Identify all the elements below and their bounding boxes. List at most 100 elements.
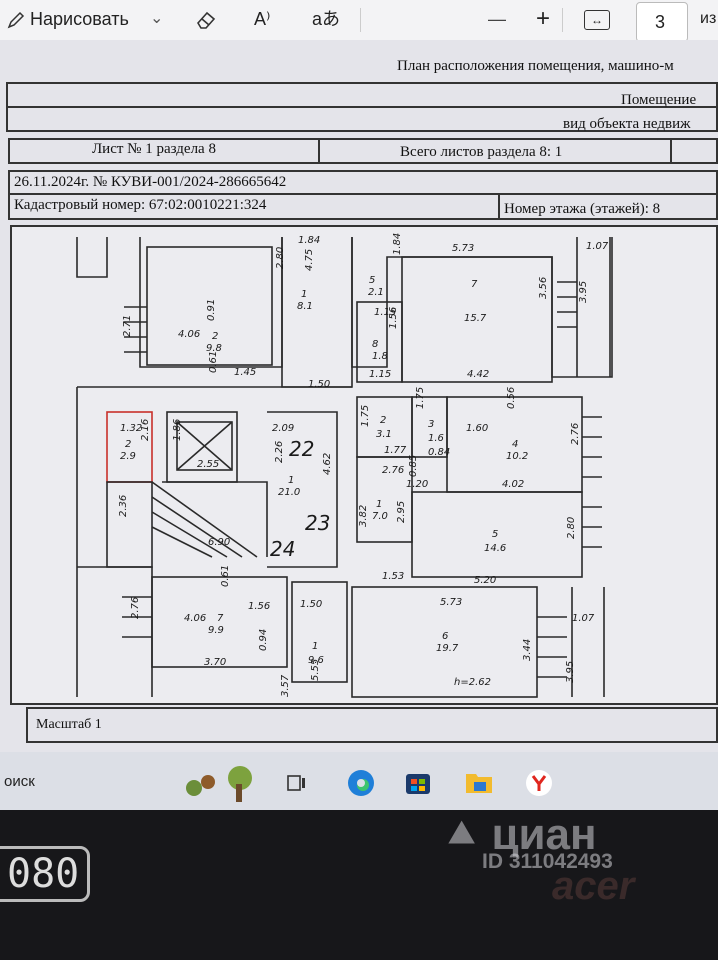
- task-view-icon[interactable]: [286, 772, 308, 799]
- read-aloud-icon[interactable]: A⁾: [254, 9, 271, 29]
- plan-label: 1: [288, 475, 295, 486]
- draw-icon[interactable]: [6, 0, 26, 38]
- plan-label: 1.84: [392, 232, 403, 255]
- plan-label: 3.82: [358, 504, 369, 527]
- plan-label: 2.76: [570, 422, 581, 445]
- plan-label: 6: [442, 631, 449, 642]
- draw-button[interactable]: Нарисовать: [30, 9, 129, 29]
- taskbar-search[interactable]: оиск: [0, 766, 176, 798]
- plan-label: 2.95: [396, 500, 407, 523]
- toolbar-divider: [562, 8, 563, 32]
- plan-label: 4: [512, 439, 519, 450]
- plan-label: 8.1: [297, 301, 313, 312]
- plan-label: 1.50: [300, 599, 323, 610]
- plan-label: h=2.62: [454, 677, 491, 688]
- plan-label: 2.16: [140, 418, 151, 441]
- edge-icon[interactable]: [346, 768, 376, 803]
- plan-label: 7: [217, 613, 224, 624]
- plan-label: 3.95: [565, 660, 576, 683]
- plan-label: 0.61: [208, 350, 219, 373]
- table-divider: [8, 193, 718, 195]
- plan-label: 1.75: [415, 386, 426, 409]
- page-total-label: из: [700, 10, 717, 27]
- plan-label: 1.56: [248, 601, 271, 612]
- page-number-input[interactable]: 3: [636, 2, 688, 42]
- plan-label: 7.0: [372, 511, 388, 522]
- floor-plan-drawing: [76, 237, 613, 698]
- plan-label: 4.06: [184, 613, 207, 624]
- table-divider: [498, 193, 500, 220]
- plan-label: 7: [471, 279, 478, 290]
- taskbar: оиск: [0, 752, 718, 810]
- zoom-out-button[interactable]: —: [488, 9, 506, 29]
- explorer-icon[interactable]: [464, 768, 494, 801]
- plan-label: 1: [376, 499, 383, 510]
- plan-label: 1.84: [298, 235, 321, 246]
- plan-label: 4.75: [304, 248, 315, 271]
- plan-label: 3.95: [578, 280, 589, 303]
- plan-label: 1.45: [234, 367, 257, 378]
- chevron-down-icon[interactable]: ⌄: [150, 10, 164, 27]
- plan-label: 1.50: [308, 379, 331, 390]
- fit-page-button[interactable]: ↔: [584, 10, 610, 30]
- search-text: оиск: [4, 773, 35, 790]
- plan-label: 4.02: [502, 479, 525, 490]
- search-highlight-image: [180, 758, 268, 806]
- plan-label: 5.73: [440, 597, 463, 608]
- plan-label: 2: [212, 331, 219, 342]
- plan-label: 2.26: [274, 440, 285, 463]
- floor-number: Номер этажа (этажей): 8: [504, 201, 661, 217]
- plan-label: 6.90: [208, 537, 231, 548]
- plan-label: 9.9: [208, 625, 224, 636]
- plan-label: 1.15: [374, 307, 397, 318]
- table-divider: [670, 138, 672, 164]
- eraser-icon[interactable]: [194, 0, 218, 38]
- plan-label: 0.91: [206, 298, 217, 321]
- plan-label: 1.20: [406, 479, 429, 490]
- plan-label: 1.86: [172, 418, 183, 441]
- premises-label: Помещение: [621, 92, 697, 108]
- yandex-icon[interactable]: [524, 768, 554, 803]
- plan-label: 5.20: [474, 575, 497, 586]
- pdf-toolbar: Нарисовать ⌄ A⁾ аあ — + ↔ 3 из: [0, 0, 718, 42]
- plan-label: 9.8: [206, 343, 222, 354]
- plan-label: 3.70: [204, 657, 227, 668]
- zoom-in-button[interactable]: +: [536, 5, 551, 32]
- plan-label: 3.44: [522, 638, 533, 661]
- plan-label: 2.80: [566, 516, 577, 539]
- store-icon[interactable]: [404, 768, 432, 801]
- plan-label: 2.09: [272, 423, 295, 434]
- plan-label: 1: [301, 289, 308, 300]
- plan-label: 1.60: [466, 423, 489, 434]
- resolution-badge: 080: [0, 846, 90, 902]
- plan-label: 15.7: [464, 313, 487, 324]
- plan-label: 8: [372, 339, 379, 350]
- scale-row: [26, 707, 718, 743]
- plan-label: 1.07: [586, 241, 609, 252]
- plan-label: 1.77: [384, 445, 407, 456]
- watermark-logo-icon: ⯅: [444, 810, 480, 859]
- plan-label: 9.6: [308, 655, 324, 666]
- plan-label: 2: [380, 415, 387, 426]
- plan-label: 2.71: [122, 314, 133, 337]
- info-table: [8, 170, 718, 220]
- plan-label: 2.76: [130, 596, 141, 619]
- translate-icon[interactable]: аあ: [312, 9, 341, 29]
- sheet-row: [8, 138, 718, 164]
- plan-label: 1.53: [382, 571, 405, 582]
- plan-label: 4.42: [467, 369, 490, 380]
- total-sheets: Всего листов раздела 8: 1: [400, 144, 563, 160]
- resolution-badge-text: 080: [7, 851, 80, 897]
- plan-label: 1.8: [372, 351, 388, 362]
- plan-label: 1.15: [369, 369, 392, 380]
- laptop-bezel: 080 ⯅ циан ID 311042493 acer: [0, 810, 718, 960]
- watermark-brand-text: циан: [491, 810, 597, 859]
- sheet-number: Лист № 1 раздела 8: [92, 141, 216, 157]
- plan-label: 0.85: [408, 454, 419, 477]
- watermark-brand: ⯅ циан: [444, 810, 597, 860]
- plan-label: 5.55: [310, 658, 321, 681]
- document-title: План расположения помещения, машино-м: [397, 58, 674, 74]
- plan-label: 3.56: [538, 276, 549, 299]
- plan-label: 10.2: [506, 451, 529, 462]
